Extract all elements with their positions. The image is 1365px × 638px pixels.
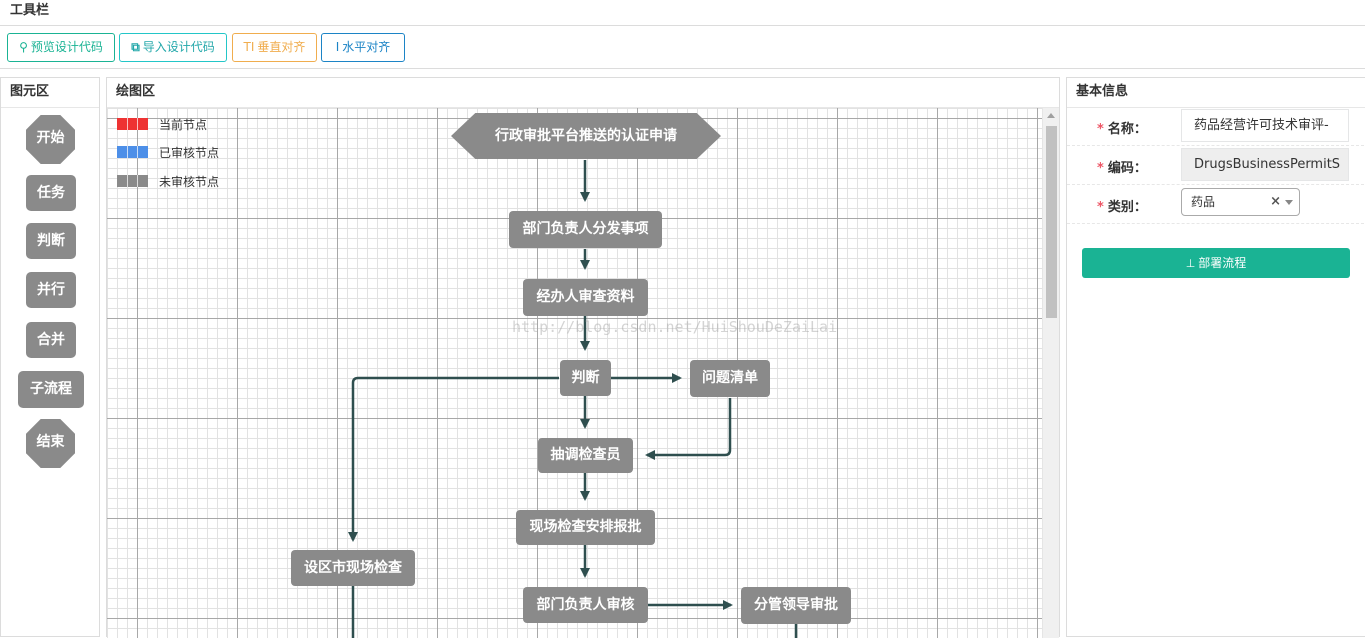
- name-input[interactable]: 药品经营许可技术审评-: [1181, 109, 1349, 142]
- palette-end[interactable]: 结束: [26, 419, 75, 468]
- legend-label-current: 当前节点: [159, 118, 208, 132]
- info-panel: 基本信息 *名称： 药品经营许可技术审评- *编码： DrugsBusiness…: [1066, 77, 1365, 637]
- legend-swatch-current: [117, 118, 148, 130]
- palette-subprocess[interactable]: 子流程: [18, 371, 84, 408]
- node-city-onsite[interactable]: 设区市现场检查: [291, 550, 415, 586]
- name-row: *名称： 药品经营许可技术审评-: [1067, 108, 1364, 146]
- canvas-panel: 绘图区 当前节点 已审核节点 未审核节点: [106, 77, 1060, 638]
- category-select[interactable]: 药品 ×: [1181, 188, 1300, 216]
- node-onsite-plan[interactable]: 现场检查安排报批: [516, 510, 655, 545]
- palette-start[interactable]: 开始: [26, 115, 75, 164]
- clear-icon[interactable]: ×: [1270, 194, 1281, 209]
- preview-code-label: 预览设计代码: [30, 40, 103, 54]
- node-dept-review[interactable]: 部门负责人审核: [523, 587, 648, 623]
- palette-merge[interactable]: 合并: [26, 322, 76, 358]
- drawing-canvas[interactable]: 当前节点 已审核节点 未审核节点: [107, 108, 1042, 638]
- edge-issues-inspector: [645, 398, 732, 460]
- text-width-icon: I: [335, 40, 340, 54]
- scroll-thumb[interactable]: [1046, 126, 1057, 318]
- node-dispatch[interactable]: 部门负责人分发事项: [509, 211, 662, 248]
- node-issues[interactable]: 问题清单: [690, 360, 770, 397]
- import-code-label: 导入设计代码: [142, 40, 215, 54]
- horizontal-align-label: 水平对齐: [342, 40, 391, 54]
- canvas-scrollbar[interactable]: [1042, 108, 1059, 638]
- text-height-icon: TI: [243, 40, 255, 54]
- search-icon: ⚲: [19, 40, 28, 54]
- legend-label-pending: 未审核节点: [159, 175, 220, 189]
- palette-title: 图元区: [1, 78, 99, 108]
- flow-connectors: [348, 160, 798, 638]
- copy-icon: ⧉: [131, 40, 140, 54]
- info-title: 基本信息: [1067, 78, 1365, 108]
- category-selected-value: 药品: [1191, 195, 1216, 209]
- chevron-down-icon[interactable]: [1285, 200, 1293, 205]
- deploy-flow-label: 部署流程: [1198, 256, 1247, 270]
- code-row: *编码： DrugsBusinessPermitS: [1067, 147, 1364, 185]
- import-code-button[interactable]: ⧉导入设计代码: [119, 33, 227, 62]
- palette-decision[interactable]: 判断: [26, 223, 76, 259]
- name-label: *名称：: [1097, 122, 1147, 137]
- toolbar-title: 工具栏: [0, 0, 1365, 26]
- legend-swatch-pending: [117, 175, 148, 187]
- palette-parallel[interactable]: 并行: [26, 272, 76, 308]
- deploy-flow-button[interactable]: ⊥部署流程: [1082, 248, 1350, 278]
- scroll-up-arrow[interactable]: [1047, 113, 1055, 118]
- code-label: *编码：: [1097, 161, 1147, 176]
- node-leader-approve[interactable]: 分管领导审批: [741, 587, 851, 624]
- node-review[interactable]: 经办人审查资料: [523, 279, 648, 316]
- category-row: *类别： 药品 ×: [1067, 186, 1364, 224]
- edge-decision-cityonsite: [348, 376, 559, 542]
- node-inspector[interactable]: 抽调检查员: [538, 438, 633, 473]
- sitemap-icon: ⊥: [1185, 257, 1196, 270]
- canvas-title: 绘图区: [107, 78, 1059, 108]
- category-label: *类别：: [1097, 200, 1147, 215]
- legend-label-approved: 已审核节点: [159, 146, 220, 160]
- code-input[interactable]: DrugsBusinessPermitS: [1181, 148, 1349, 181]
- node-decision[interactable]: 判断: [560, 360, 611, 396]
- node-start[interactable]: 行政审批平台推送的认证申请: [451, 113, 721, 159]
- palette-panel: 图元区 开始 任务 判断 并行 合并 子流程 结束: [0, 77, 100, 637]
- preview-code-button[interactable]: ⚲预览设计代码: [7, 33, 115, 62]
- legend-swatch-approved: [117, 146, 148, 158]
- palette-task[interactable]: 任务: [26, 175, 76, 211]
- vertical-align-label: 垂直对齐: [257, 40, 306, 54]
